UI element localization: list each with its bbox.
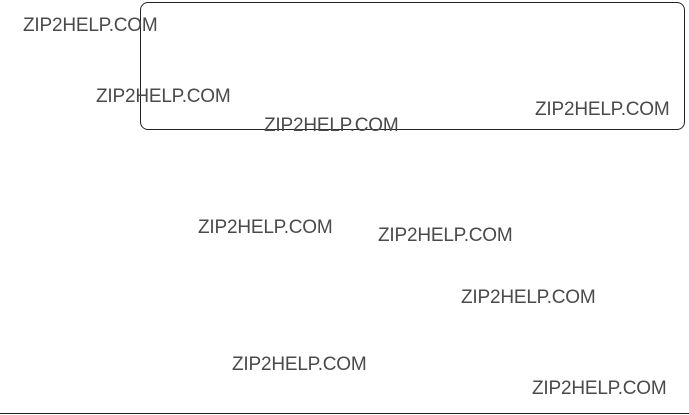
watermark-text: ZIP2HELP.COM	[96, 86, 231, 107]
watermark-text: ZIP2HELP.COM	[23, 15, 158, 36]
rounded-frame	[140, 2, 685, 130]
watermark-text: ZIP2HELP.COM	[535, 99, 670, 120]
watermark-text: ZIP2HELP.COM	[198, 217, 333, 238]
watermark-text: ZIP2HELP.COM	[232, 354, 367, 375]
bottom-divider	[0, 413, 689, 414]
watermark-text: ZIP2HELP.COM	[461, 287, 596, 308]
watermark-text: ZIP2HELP.COM	[378, 225, 513, 246]
watermark-text: ZIP2HELP.COM	[532, 378, 667, 399]
watermark-text: ZIP2HELP.COM	[264, 115, 399, 136]
